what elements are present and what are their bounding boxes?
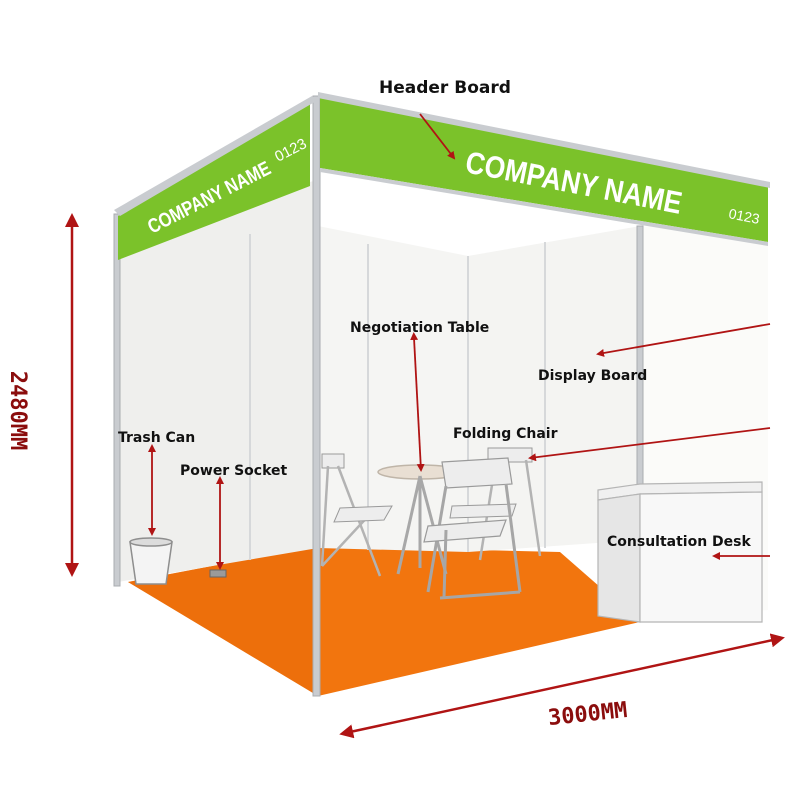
back-wall-right [468,226,640,552]
callout-arrows [148,113,771,570]
side-header-frame-top [114,96,318,216]
header-board-label: Header Board [379,78,511,98]
folding-chair-front [423,457,522,600]
folding-chair-label: Folding Chair [453,426,558,442]
carpet-shade [128,546,318,696]
power-socket-label: Power Socket [180,463,288,479]
panel-seams [249,234,546,560]
folding-chair-left [320,453,393,577]
left-wall [118,180,318,582]
header-frame-top [318,92,770,188]
header-board [320,98,768,242]
negotiation-table-label: Negotiation Table [350,320,490,336]
side-header-board [118,104,310,260]
header-frame-bottom [320,168,768,246]
power-socket [209,569,227,578]
negotiation-table-arrow [410,332,425,472]
display-board-label: Display Board [538,368,648,384]
trash-can-label: Trash Can [118,430,196,446]
width-dimension-arrow [339,633,785,739]
consultation-desk-label: Consultation Desk [607,534,751,550]
display-board-arrow [596,323,771,357]
negotiation-table [377,464,463,575]
back-wall-left [318,226,468,552]
folding-chair-arrow [528,427,771,462]
header-booth-number: 0123 [727,205,761,227]
height-dimension-label: 2480MM [5,370,31,451]
header-board-arrow [419,113,456,160]
trash-can [129,537,173,585]
consultation-desk [597,481,763,623]
